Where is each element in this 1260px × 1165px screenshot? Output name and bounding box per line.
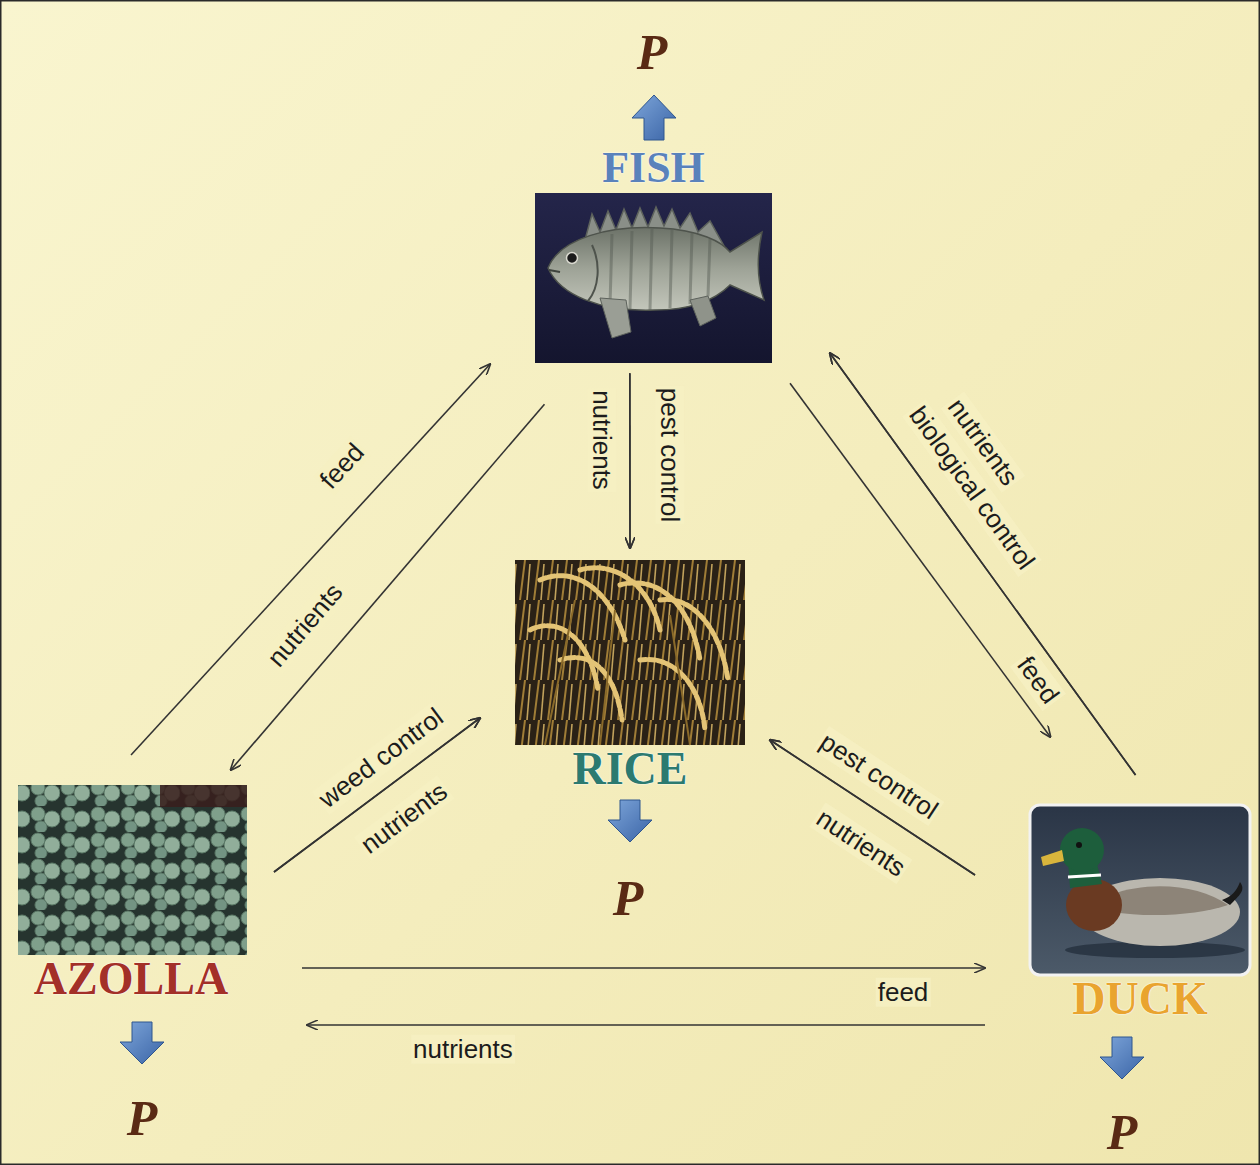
flow-arrow bbox=[830, 353, 1136, 775]
photo-frame bbox=[15, 785, 247, 955]
flow-arrow bbox=[629, 373, 631, 548]
photo-node: RICE bbox=[515, 560, 745, 793]
node-title: RICE bbox=[515, 745, 745, 793]
flow-arrow bbox=[231, 404, 545, 770]
edge-label: pest control bbox=[656, 386, 685, 524]
photo-frame bbox=[1028, 805, 1252, 975]
photo-frame bbox=[535, 191, 772, 361]
flow-arrow bbox=[830, 353, 1136, 775]
node-title: FISH bbox=[535, 145, 772, 191]
photo-frame bbox=[515, 560, 745, 745]
product-label: P bbox=[637, 27, 668, 77]
flow-arrow bbox=[302, 967, 985, 969]
flow-arrow bbox=[790, 383, 1050, 737]
output-arrows bbox=[120, 95, 1144, 1079]
edge-label: feed bbox=[1011, 650, 1066, 711]
fish-photo bbox=[535, 193, 772, 363]
edge-label: nutrients bbox=[588, 388, 617, 492]
flow-arrow bbox=[629, 373, 631, 548]
duck-photo bbox=[1030, 805, 1250, 975]
flow-arrow bbox=[274, 718, 480, 872]
product-label: P bbox=[613, 873, 644, 923]
photo-node: AZOLLA bbox=[15, 785, 247, 1003]
node-title: DUCK bbox=[1028, 975, 1252, 1023]
product-label: P bbox=[127, 1093, 158, 1143]
flow-arrow bbox=[274, 718, 480, 872]
edge-label: nutrients bbox=[353, 775, 453, 860]
flow-arrow bbox=[307, 1024, 985, 1026]
edge-label: nutrients bbox=[810, 802, 912, 883]
product-label: P bbox=[1107, 1107, 1138, 1157]
edge-label: nutrients bbox=[411, 1035, 515, 1064]
flow-arrow bbox=[131, 364, 490, 755]
edge-label: nutrients bbox=[261, 576, 350, 673]
edge-label: feed bbox=[313, 436, 371, 496]
photo-node: DUCK bbox=[1028, 805, 1252, 1023]
photo-node: FISH bbox=[535, 145, 772, 361]
edge-label: feed bbox=[876, 978, 931, 1007]
node-title: AZOLLA bbox=[15, 955, 247, 1003]
azolla-photo bbox=[18, 785, 247, 955]
rice-photo bbox=[515, 560, 745, 745]
